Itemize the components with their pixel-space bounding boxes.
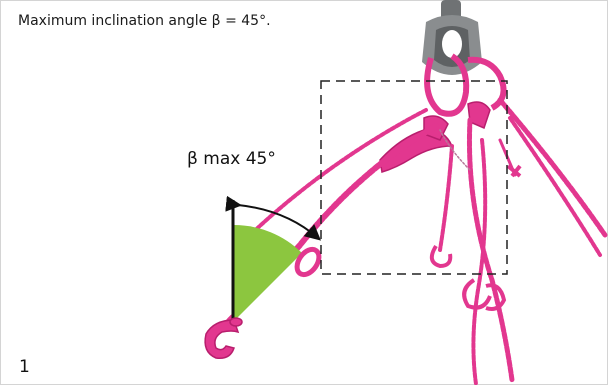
grab-hook-icon: [380, 102, 490, 172]
bottom-hook-icon: [205, 318, 242, 358]
figure-number: 1: [19, 357, 30, 377]
angle-wedge: [233, 225, 302, 322]
figure-caption: Maximum inclination angle β = 45°.: [18, 13, 271, 29]
angle-label: β max 45°: [187, 149, 276, 169]
